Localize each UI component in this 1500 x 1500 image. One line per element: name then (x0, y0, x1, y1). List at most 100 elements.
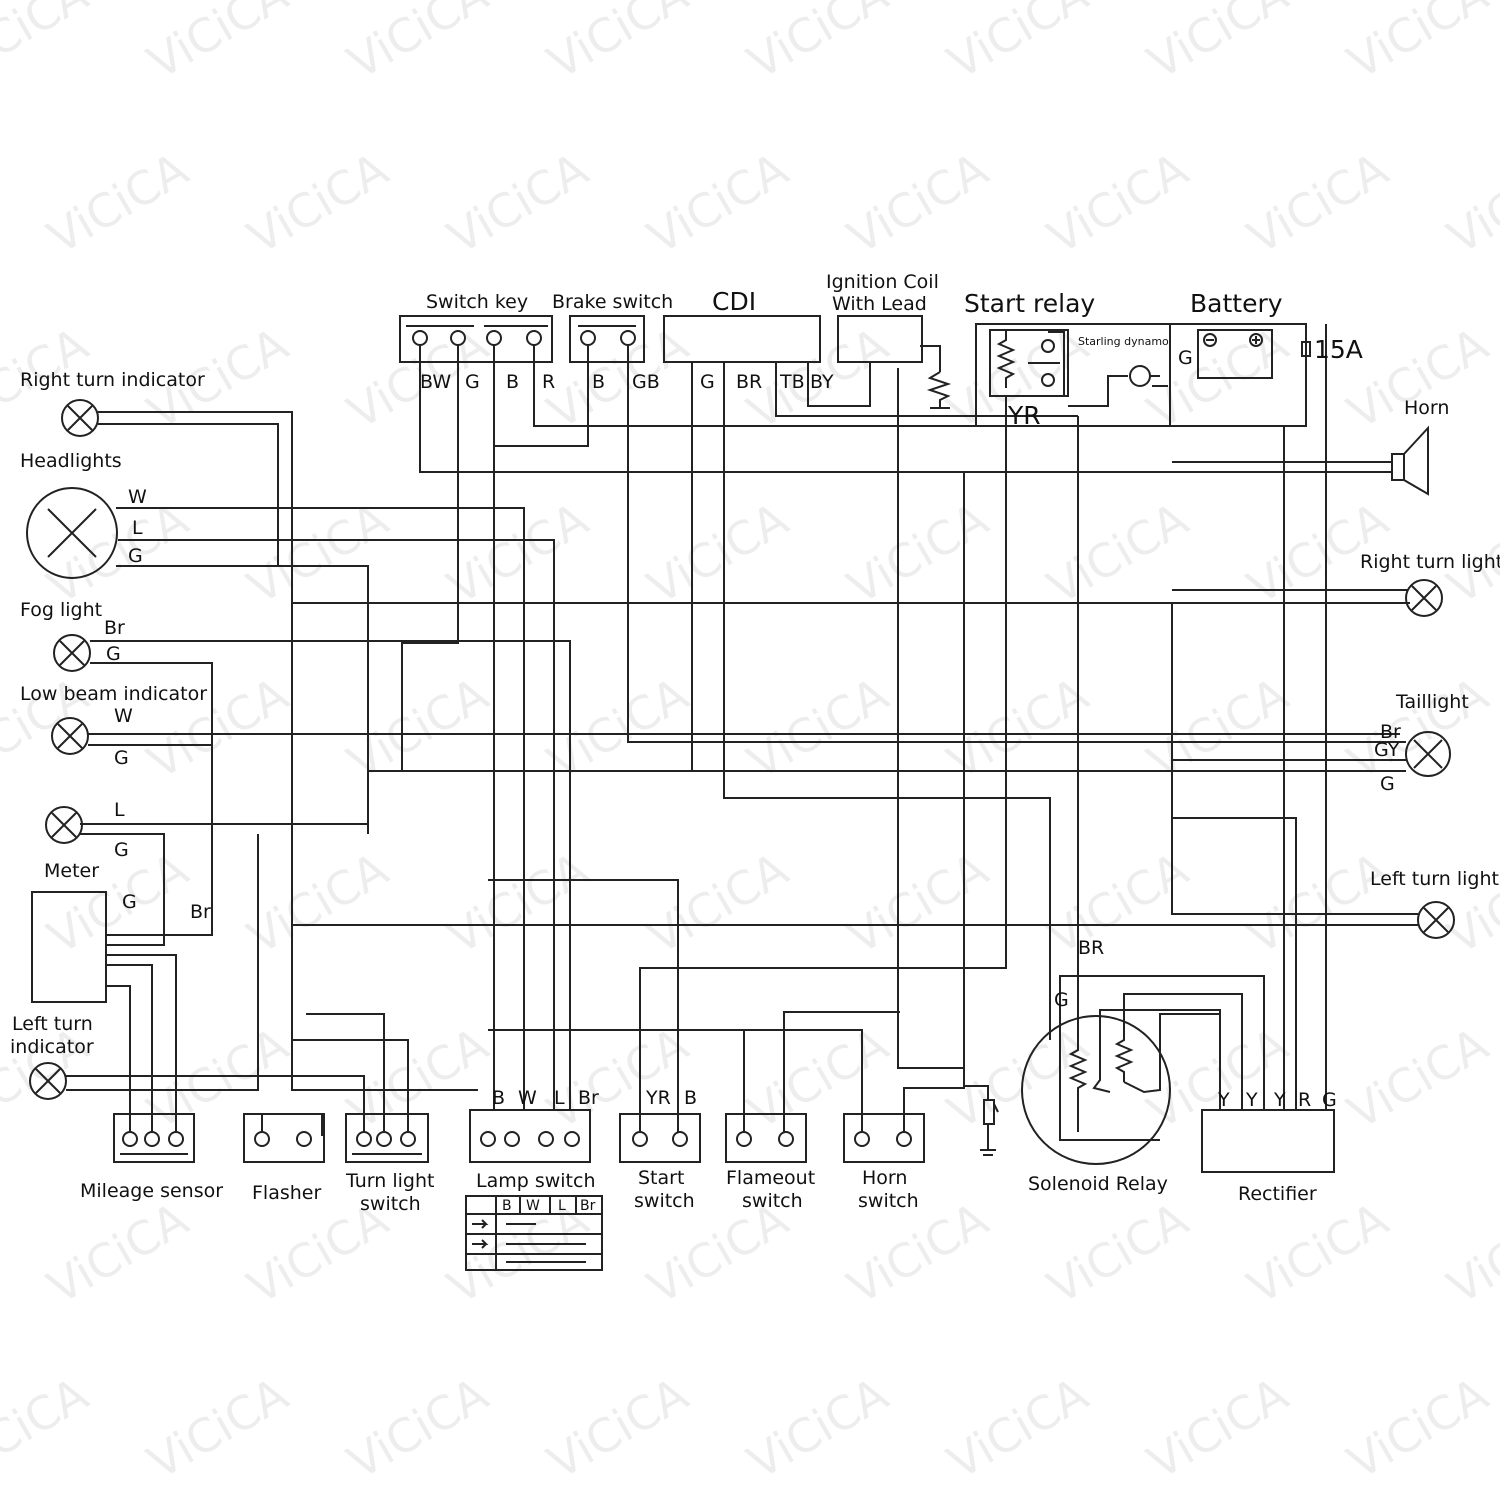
watermark-text: ViCiCA (1239, 142, 1398, 265)
meter-box (31, 891, 107, 1003)
start-relay (975, 323, 1171, 427)
horn-label: Horn (1404, 397, 1449, 419)
watermark-text: ViCiCA (939, 0, 1098, 90)
battery (1197, 329, 1311, 379)
terminal-label: Br (190, 901, 211, 923)
horn (1391, 425, 1429, 496)
small-relay (980, 1099, 999, 1156)
terminal-label: Y (1245, 1089, 1258, 1111)
meter-label: Meter (44, 860, 99, 882)
right-turn-light-label: Right turn light (1360, 551, 1500, 573)
taillight-label: Taillight (1395, 691, 1469, 713)
table-header: W (526, 1198, 540, 1214)
watermark-text: ViCiCA (639, 492, 798, 615)
terminal-label: W (114, 705, 133, 727)
cdi-label: CDI (712, 287, 756, 316)
headlights-label: Headlights (20, 450, 122, 472)
terminal-label: BR (1078, 937, 1104, 959)
watermark-text: ViCiCA (39, 142, 198, 265)
watermark-text: ViCiCA (839, 142, 998, 265)
rectifier-label: Rectifier (1238, 1183, 1317, 1205)
watermark-text: ViCiCA (0, 1367, 97, 1490)
watermark-text: ViCiCA (1139, 0, 1298, 90)
solenoid-relay-label: Solenoid Relay (1028, 1173, 1168, 1195)
lamp-switch (469, 1109, 591, 1163)
terminal-label: B (592, 371, 605, 393)
terminal-label: GY (1374, 739, 1400, 761)
terminal-label: W (518, 1087, 537, 1109)
terminal-label: YR (1007, 401, 1041, 430)
terminal-label: W (128, 486, 147, 508)
indicator-lamp (45, 806, 83, 844)
left-turn-indicator-label: Left turn (12, 1013, 93, 1035)
lamp-switch-label: Lamp switch (476, 1170, 596, 1192)
terminal-label: B (506, 371, 519, 393)
headlight-arrow-icon (472, 1239, 489, 1249)
watermark-text: ViCiCA (239, 842, 398, 965)
terminal-label: G (1178, 347, 1193, 369)
starling-dynamo-label: Starling dynamo (1078, 335, 1169, 348)
left-turn-indicator-lamp (29, 1062, 67, 1100)
low-beam-indicator-label: Low beam indicator (20, 683, 207, 705)
watermark-text: ViCiCA (339, 0, 498, 90)
watermark-text: ViCiCA (1039, 1192, 1198, 1315)
watermark-text: ViCiCA (239, 142, 398, 265)
flasher-label: Flasher (252, 1182, 321, 1204)
turn-light-switch (345, 1113, 429, 1163)
right-turn-indicator-lamp (61, 399, 99, 437)
terminal-label: R (542, 371, 555, 393)
watermark-text: ViCiCA (239, 492, 398, 615)
switch-key-label: Switch key (426, 291, 528, 313)
watermark-text: ViCiCA (539, 1367, 698, 1490)
horn-switch (843, 1113, 925, 1163)
labels: Switch key Brake switch CDI Ignition Coi… (10, 271, 1500, 1215)
watermark-text: ViCiCA (139, 0, 298, 90)
watermark-text: ViCiCA (639, 142, 798, 265)
terminal-label: Br (1380, 721, 1401, 743)
terminal-label: YR (645, 1087, 671, 1109)
headlight-lamp (26, 487, 118, 579)
terminal-label: Br (104, 617, 125, 639)
taillight-lamp (1405, 731, 1451, 777)
watermark-text: ViCiCA (1239, 1192, 1398, 1315)
watermark-text: ViCiCA (1139, 1367, 1298, 1490)
terminal-label: L (132, 517, 143, 539)
terminal-label: G (128, 545, 143, 567)
watermark-text: ViCiCA (339, 1367, 498, 1490)
watermark-text: ViCiCA (1339, 1367, 1498, 1490)
turn-light-switch-label: Turn light (345, 1170, 434, 1192)
rectifier-box (1201, 1109, 1335, 1173)
terminal-label: BR (736, 371, 762, 393)
start-relay-label: Start relay (964, 289, 1095, 318)
turn-light-switch-label-2: switch (360, 1193, 421, 1215)
watermark-text: ViCiCA (439, 142, 598, 265)
watermark-text: ViCiCA (739, 1017, 898, 1140)
watermark-text: ViCiCA (439, 842, 598, 965)
brake-switch-label: Brake switch (552, 291, 673, 313)
watermark-text: ViCiCA (739, 1367, 898, 1490)
watermark-text: ViCiCA (39, 492, 198, 615)
low-beam-indicator-lamp (51, 717, 89, 755)
terminal-label: B (684, 1087, 697, 1109)
flameout-switch-label-2: switch (742, 1190, 803, 1212)
watermark-text: ViCiCA (1439, 1192, 1500, 1315)
watermark-text: ViCiCA (1039, 492, 1198, 615)
watermark-text: ViCiCA (839, 492, 998, 615)
watermark-text: ViCiCA (1339, 1017, 1498, 1140)
fog-light-label: Fog light (20, 599, 102, 621)
terminal-label: Br (578, 1087, 599, 1109)
ignition-coil-label: Ignition Coil (826, 271, 939, 293)
table-header: Br (580, 1198, 596, 1214)
terminal-label: G (114, 839, 129, 861)
watermark-text: ViCiCA (1439, 142, 1500, 265)
left-turn-light-lamp (1417, 901, 1455, 939)
watermark-text: ViCiCA (139, 1367, 298, 1490)
switch-key (399, 315, 553, 363)
ignition-coil (837, 315, 952, 409)
table-header: L (558, 1198, 566, 1214)
left-turn-light-label: Left turn light (1370, 868, 1499, 890)
brake-switch (569, 315, 645, 363)
watermark-text: ViCiCA (1239, 842, 1398, 965)
mileage-sensor-label: Mileage sensor (80, 1180, 223, 1202)
